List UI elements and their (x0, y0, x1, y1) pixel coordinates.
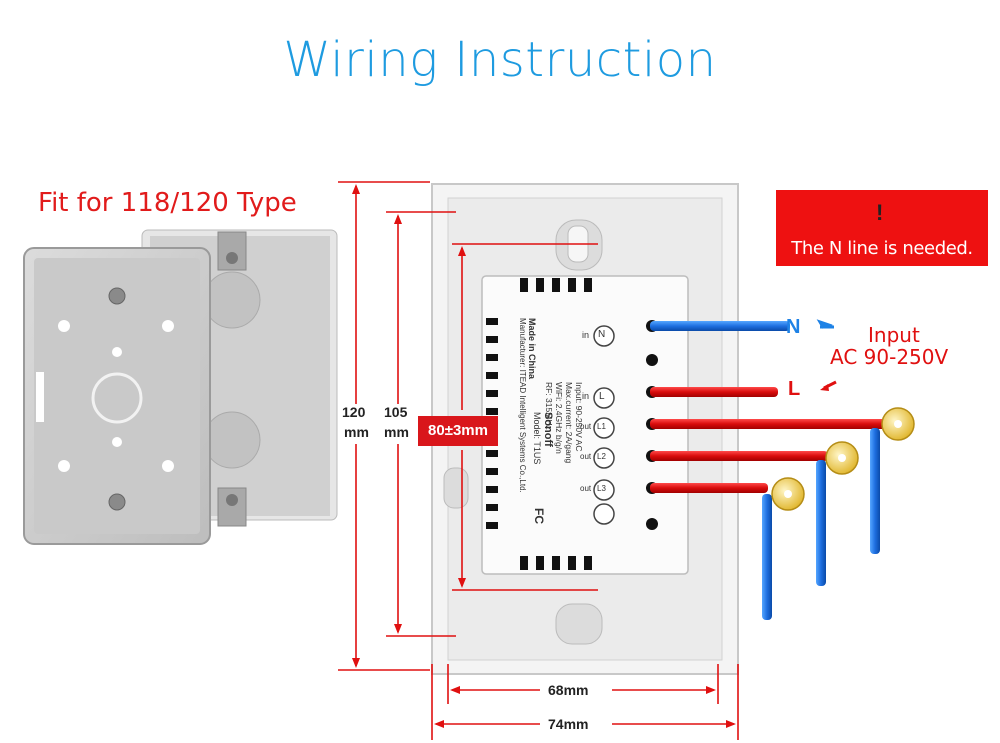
terminal-label: out (580, 484, 592, 493)
warning-text: The N line is needed. (791, 238, 973, 259)
load-wire-l1 (650, 419, 892, 429)
load-wire-l3 (650, 483, 768, 493)
inner-height-value: 105 (384, 404, 408, 420)
dimension-lines (338, 181, 739, 740)
spec-line: WiFi: 2.4GHz b/g/n (554, 382, 564, 454)
terminal-label: out (580, 452, 592, 461)
input-voltage: AC 90-250V (830, 345, 949, 369)
terminal-l2: L2 (597, 452, 606, 461)
terminal-label: out (580, 422, 592, 431)
terminal-label: in (582, 330, 590, 340)
arrow-icon (820, 384, 829, 391)
outer-height-value: 120 (342, 404, 366, 420)
module-specs: Input: 90-250V AC Max.current: 2A/gang W… (544, 382, 584, 463)
wall-box-illustration (23, 229, 338, 545)
terminal-l1: L1 (597, 422, 606, 431)
spec-line: RF: 315MHz (544, 382, 554, 430)
screw-spacing-tag: 80±3mm (418, 416, 498, 446)
live-wire (650, 387, 778, 397)
page-title: Wiring Instruction (283, 32, 717, 88)
load-wire-l2 (650, 451, 828, 461)
warning-symbol: ! (876, 200, 884, 225)
spec-line: Max.current: 2A/gang (564, 382, 574, 464)
fc-mark: FC (532, 508, 546, 524)
lamp-wire-2 (816, 460, 826, 586)
neutral-wire (650, 321, 790, 331)
warning-banner: The N line is needed. (776, 190, 988, 266)
lamp-wire-1 (870, 428, 880, 554)
terminal-l: L (599, 391, 605, 402)
outer-width-value: 74mm (548, 716, 589, 732)
module-origin: Made in China (527, 318, 537, 380)
input-label: Input (868, 323, 920, 347)
neutral-label: N (786, 316, 801, 338)
terminal-n: N (598, 329, 606, 340)
terminal-label: in (582, 391, 590, 401)
live-label: L (788, 378, 801, 400)
terminal-l3: L3 (597, 484, 606, 493)
outer-height-unit: mm (344, 424, 369, 440)
arrow-icon (816, 319, 834, 329)
lamp-wire-3 (762, 494, 772, 620)
box-caption: Fit for 118/120 Type (38, 188, 297, 218)
module-model: Model: T1US (532, 412, 542, 465)
inner-width-value: 68mm (548, 682, 589, 698)
module-manufacturer: Manufacturer: ITEAD Intelligent Systems … (518, 318, 527, 493)
wires (650, 319, 915, 620)
inner-height-unit: mm (384, 424, 409, 440)
